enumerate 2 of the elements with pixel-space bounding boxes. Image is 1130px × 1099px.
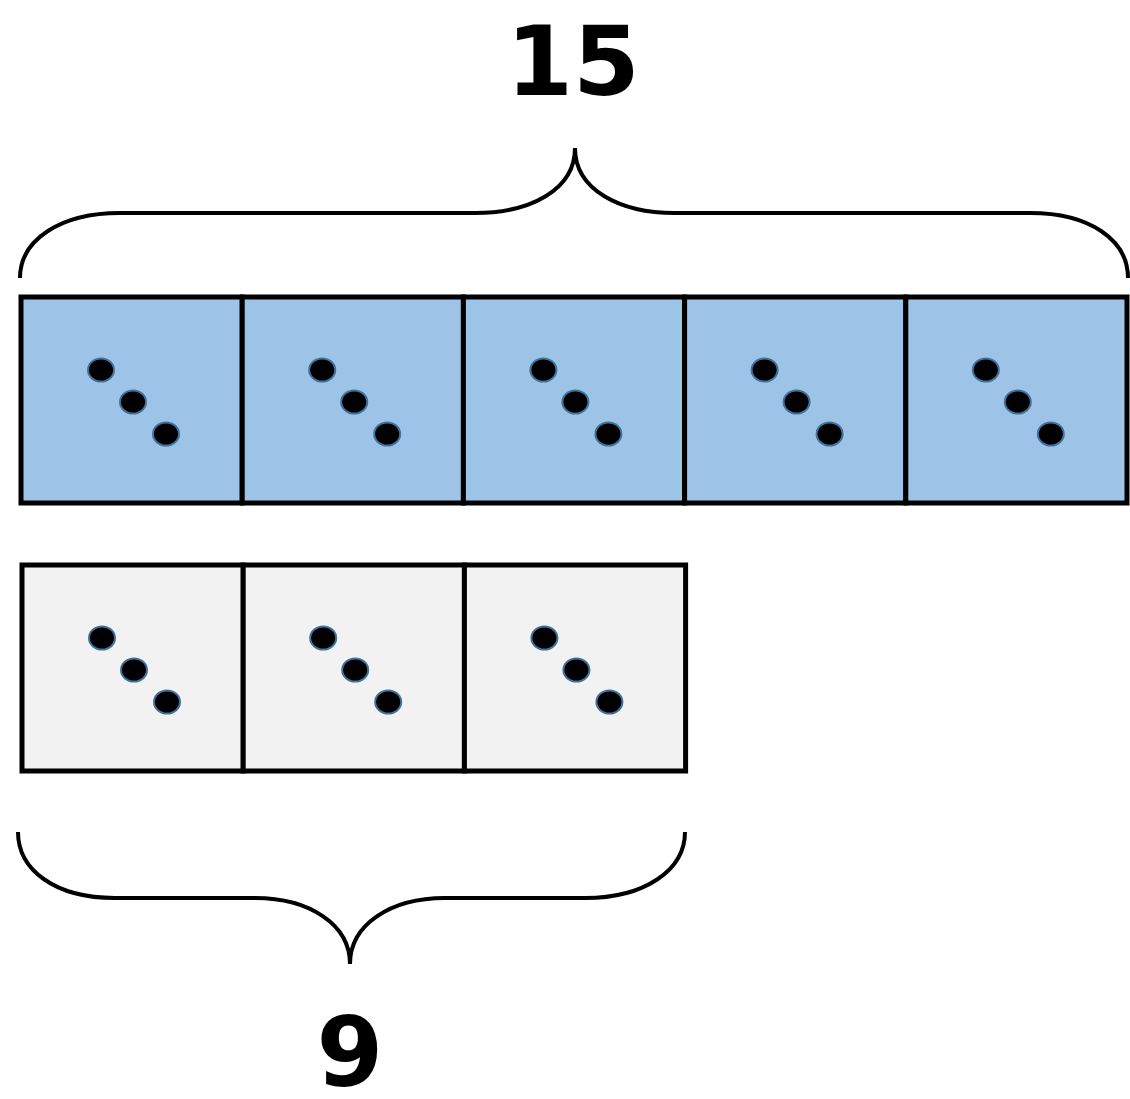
quantity-label: 9 [316, 1005, 384, 1099]
quantity-label: 15 [506, 14, 640, 110]
